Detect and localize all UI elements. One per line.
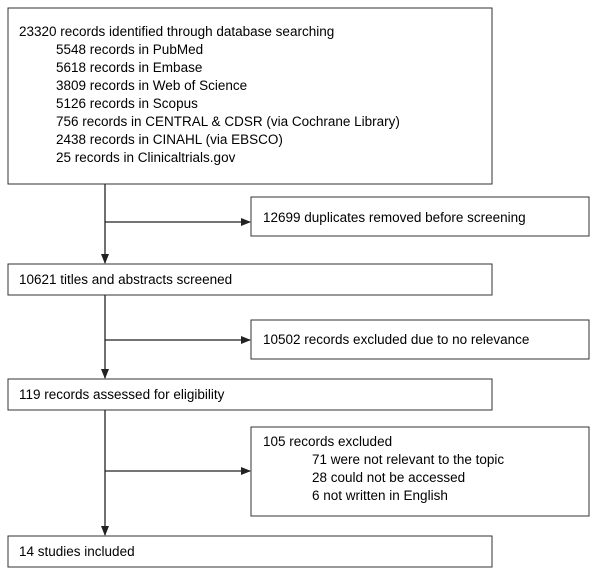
- eligibility-box: [7, 378, 493, 411]
- screened-text: 10621 titles and abstracts screened: [19, 272, 232, 287]
- source-pubmed: 5548 records in PubMed: [56, 42, 203, 57]
- excluded-relevance-text: 10502 records excluded due to no relevan…: [263, 332, 529, 347]
- reason-not-relevant: 71 were not relevant to the topic: [312, 452, 504, 467]
- screened-box: [7, 263, 493, 296]
- included-box: [7, 535, 493, 568]
- identification-box: [7, 7, 493, 185]
- duplicates-text: 12699 duplicates removed before screenin…: [263, 210, 526, 225]
- source-scopus: 5126 records in Scopus: [56, 96, 198, 111]
- reason-not-accessed: 28 could not be accessed: [312, 470, 465, 485]
- identified-heading: 23320 records identified through databas…: [19, 24, 334, 39]
- exclusion-reasons-box: [250, 426, 590, 517]
- source-cochrane: 756 records in CENTRAL & CDSR (via Cochr…: [56, 114, 400, 129]
- eligibility-text: 119 records assessed for eligibility: [19, 387, 225, 402]
- reason-not-english: 6 not written in English: [312, 488, 448, 503]
- included-text: 14 studies included: [19, 544, 135, 559]
- duplicates-box: [250, 196, 590, 237]
- excluded-heading: 105 records excluded: [263, 434, 392, 449]
- source-web-of-science: 3809 records in Web of Science: [56, 78, 247, 93]
- source-embase: 5618 records in Embase: [56, 60, 202, 75]
- source-clinicaltrials: 25 records in Clinicaltrials.gov: [56, 150, 236, 165]
- excluded-relevance-box: [250, 319, 590, 360]
- source-cinahl: 2438 records in CINAHL (via EBSCO): [56, 132, 283, 147]
